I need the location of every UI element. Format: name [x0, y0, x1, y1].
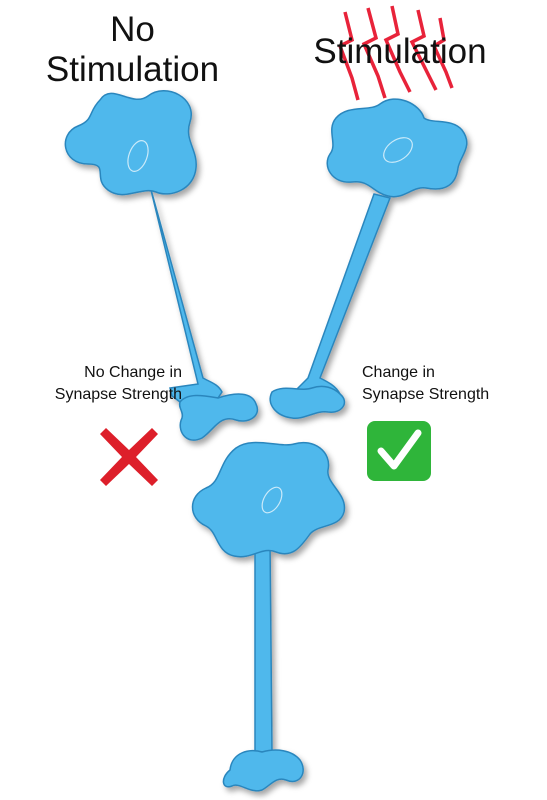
title-no-stimulation-line2: Stimulation: [45, 50, 220, 89]
label-no-change-line1: No Change in: [84, 364, 182, 381]
presynaptic-neuron-right: [269, 98, 468, 419]
title-stimulation: Stimulation: [313, 32, 487, 71]
lightning-icon: [337, 5, 454, 101]
check-mark-icon: [367, 421, 431, 481]
label-change-synapse: Change in Synapse Strength: [362, 362, 547, 406]
label-change-line1: Change in: [362, 364, 435, 381]
title-no-stimulation-line1: No: [110, 10, 155, 49]
title-no-stimulation: No Stimulation: [20, 10, 245, 90]
postsynaptic-neuron: [191, 441, 346, 792]
label-no-change-synapse: No Change in Synapse Strength: [20, 362, 182, 406]
cross-mark-icon: [100, 428, 158, 486]
label-change-line2: Synapse Strength: [362, 386, 490, 403]
presynaptic-neuron-left: [64, 90, 259, 441]
label-no-change-line2: Synapse Strength: [54, 386, 182, 403]
